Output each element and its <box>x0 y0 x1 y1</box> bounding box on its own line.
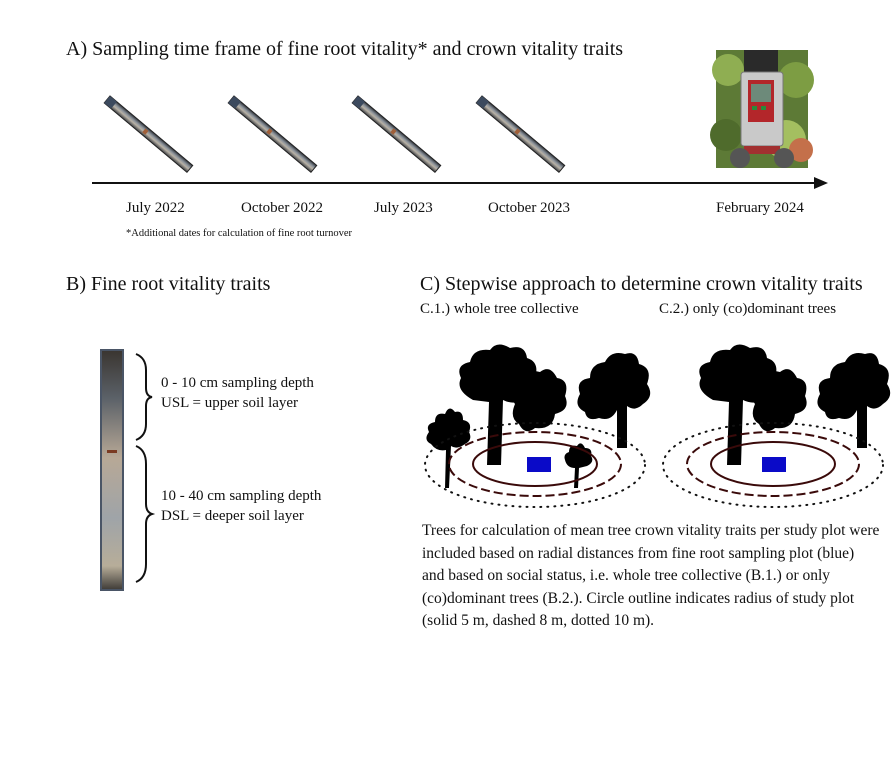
fine-root-plot-marker <box>762 457 786 472</box>
timeline-label-october-2022: October 2022 <box>241 200 324 216</box>
dominant-tree-large <box>459 344 567 465</box>
ring-10m-dotted <box>424 422 646 508</box>
laser-scanner-photo <box>710 50 814 168</box>
fine-root-plot-marker <box>527 457 551 472</box>
section-c-caption: Trees for calculation of mean tree crown… <box>422 520 892 633</box>
soil-core-image-3 <box>351 95 442 174</box>
ring-10m-dotted <box>662 422 884 508</box>
timeline-label-july-2022: July 2022 <box>126 200 185 216</box>
c1-label: C.1.) whole tree collective <box>420 301 579 317</box>
upper-depth-label: 0 - 10 cm sampling depth <box>161 375 314 391</box>
caption-line: (solid 5 m, dashed 8 m, dotted 10 m). <box>422 612 655 629</box>
ring-5m-solid <box>710 441 836 487</box>
suppressed-tree-small <box>564 443 593 488</box>
caption-line: Trees for calculation of mean tree crown… <box>422 522 880 539</box>
deeper-depth-label: 10 - 40 cm sampling depth <box>161 488 322 504</box>
soil-core-image-1 <box>103 95 194 174</box>
c1-diagram <box>424 344 651 508</box>
timeline-label-october-2023: October 2023 <box>488 200 571 216</box>
timeline-label-february-2024: February 2024 <box>716 200 804 216</box>
suppressed-tree-left <box>426 408 471 488</box>
soil-core-image-2 <box>227 95 318 174</box>
timeline-arrow <box>92 177 828 189</box>
section-b-title: B) Fine root vitality traits <box>66 273 271 295</box>
c2-diagram <box>662 344 891 508</box>
ring-8m-dashed <box>448 431 622 497</box>
dominant-tree-right <box>817 353 891 448</box>
deeper-abbr-label: DSL = deeper soil layer <box>161 508 304 524</box>
footnote: *Additional dates for calculation of fin… <box>126 228 352 239</box>
ring-8m-dashed <box>686 431 860 497</box>
c2-label: C.2.) only (co)dominant trees <box>659 301 837 317</box>
soil-core-image-4 <box>475 95 566 174</box>
section-a-title: A) Sampling time frame of fine root vita… <box>66 38 624 60</box>
brace-lower <box>135 445 156 583</box>
dominant-tree-large <box>699 344 807 465</box>
section-c-title: C) Stepwise approach to determine crown … <box>420 273 863 295</box>
soil-core-vertical-image <box>100 349 124 591</box>
ring-5m-solid <box>472 441 598 487</box>
dominant-tree-right <box>577 353 651 448</box>
brace-upper <box>135 353 153 441</box>
caption-line: included based on radial distances from … <box>422 544 855 562</box>
upper-abbr-label: USL = upper soil layer <box>161 395 299 411</box>
timeline-label-july-2023: July 2023 <box>374 200 433 216</box>
caption-line: (co)dominant trees (B.2.). Circle outlin… <box>422 589 855 607</box>
caption-line: and based on social status, i.e. whole t… <box>422 567 831 584</box>
